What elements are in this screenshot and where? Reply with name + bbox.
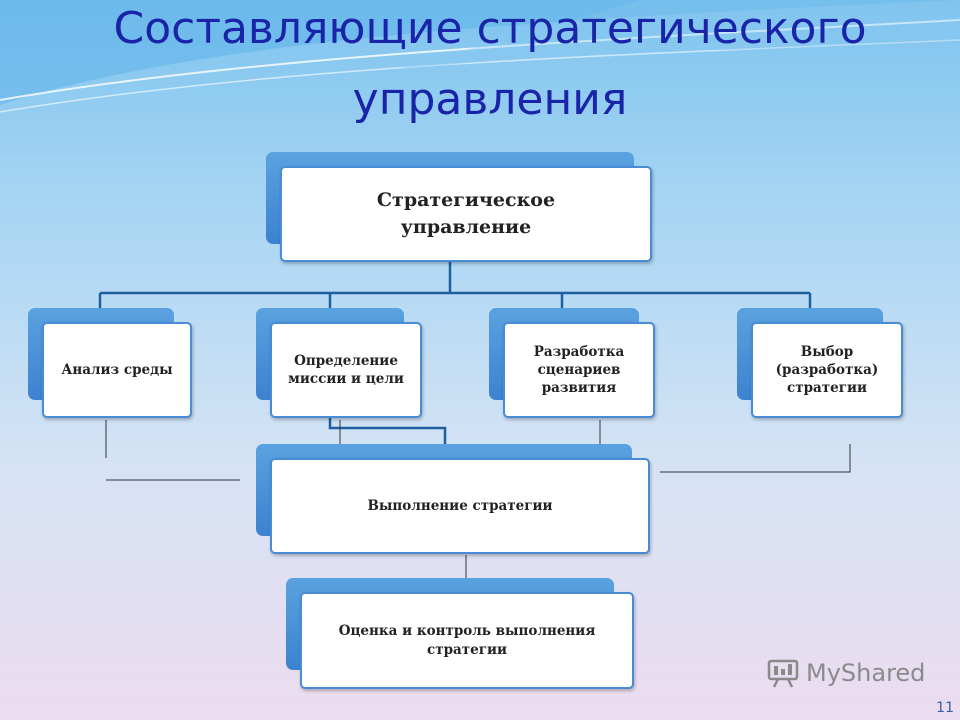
node-scenario-development-label: Разработка сценариев развития: [533, 343, 625, 397]
slide-page-number: 11: [936, 700, 954, 716]
connector-choice-exec: [660, 444, 851, 473]
slide-title-line2: управления: [352, 74, 628, 125]
node-evaluation-control-label: Оценка и контроль выполнения стратегии: [338, 623, 596, 658]
myshared-logo-text: MyShared: [806, 659, 926, 687]
node-strategy-choice-label: Выбор (разработка) стратегии: [775, 343, 879, 397]
node-strategic-management-label: Стратегическое управление: [376, 189, 556, 238]
node-environment-analysis-label: Анализ среды: [61, 361, 173, 378]
slide-title-line1: Составляющие стратегического: [113, 3, 867, 54]
node-mission-definition-label: Определение миссии и цели: [288, 352, 404, 387]
myshared-logo: MyShared: [766, 656, 925, 690]
node-strategy-execution-label: Выполнение стратегии: [367, 497, 553, 514]
presentation-board-icon: [767, 659, 799, 688]
connector-mission-exec: [328, 418, 447, 446]
background-waves: [0, 0, 960, 113]
